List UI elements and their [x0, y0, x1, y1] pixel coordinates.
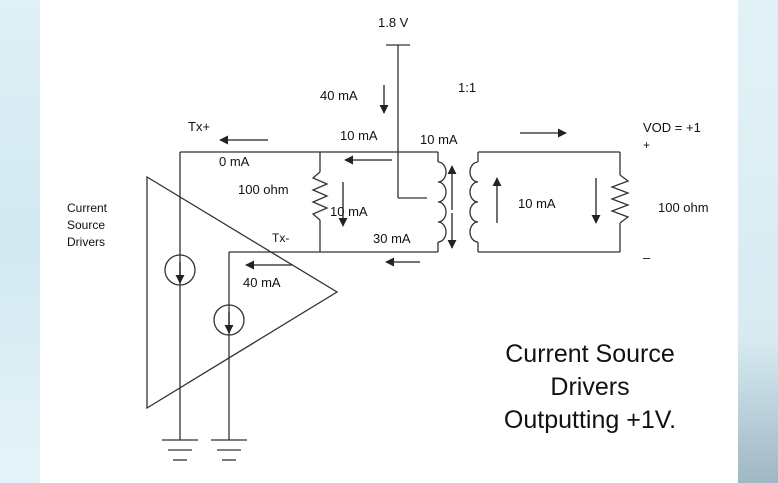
current-source-2	[213, 304, 245, 336]
label-plus-terminal: +	[643, 138, 650, 152]
caption-line-2: Drivers	[550, 373, 629, 401]
driver-triangle	[146, 175, 339, 410]
label-current-30ma: 30 mA	[373, 231, 411, 246]
label-secondary-current: 10 mA	[518, 196, 556, 211]
label-current-10ma-b: 10 mA	[420, 132, 458, 147]
label-vod: VOD = +1	[643, 120, 701, 135]
caption-line-3: Outputting +1V.	[504, 406, 676, 434]
label-supply-voltage: 1.8 V	[378, 15, 409, 30]
secondary-coil	[469, 161, 479, 243]
label-drivers-line2: Source	[67, 218, 105, 232]
caption-line-1: Current Source	[505, 340, 675, 368]
label-txminus: Tx-	[272, 231, 289, 245]
label-current-10ma-a: 10 mA	[340, 128, 378, 143]
label-current-40ma-bottom: 40 mA	[243, 275, 281, 290]
label-resistor-current: 10 mA	[330, 204, 368, 219]
resistor-left-zigzag	[311, 171, 329, 221]
label-txplus: Tx+	[188, 119, 210, 134]
primary-coil	[437, 161, 447, 243]
label-turns-ratio: 1:1	[458, 80, 476, 95]
label-resistor-right: 100 ohm	[658, 200, 709, 215]
resistor-right-zigzag	[610, 174, 630, 224]
label-current-0ma: 0 mA	[219, 154, 250, 169]
current-source-1	[164, 254, 196, 286]
label-minus-terminal: –	[643, 250, 651, 265]
label-resistor-left: 100 ohm	[238, 182, 289, 197]
label-drivers-line1: Current	[67, 201, 108, 215]
label-supply-current: 40 mA	[320, 88, 358, 103]
background-left-strip	[0, 0, 40, 483]
background-right-strip	[738, 0, 778, 483]
label-drivers-line3: Drivers	[67, 235, 105, 249]
